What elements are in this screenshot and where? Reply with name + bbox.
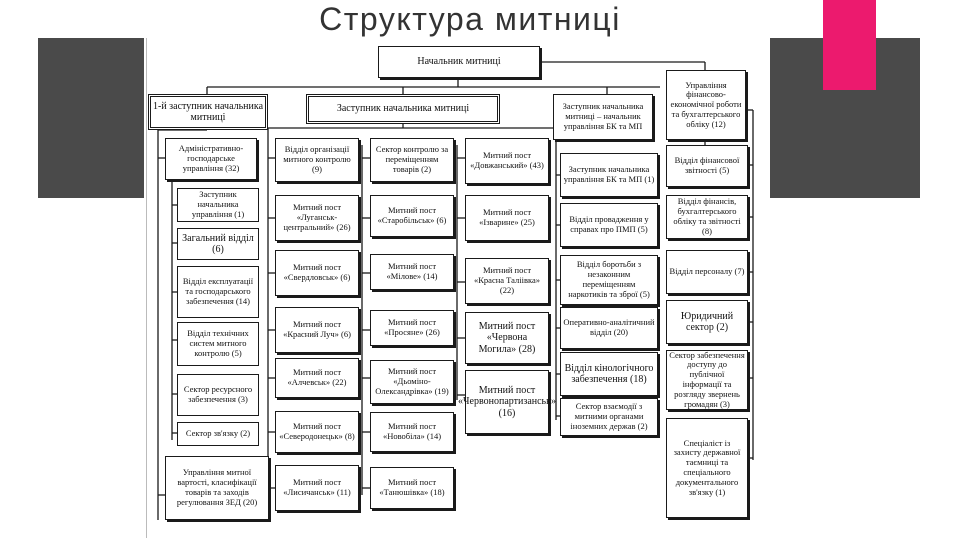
post-dovzhanskyi-box: Митний пост «Довжанський» (43) — [465, 138, 549, 184]
post-luhansk-central-box: Митний пост «Луганськ-центральний» (26) — [275, 195, 359, 241]
legal-sector-box: Юридичний сектор (2) — [666, 300, 748, 344]
deputy-box: Заступник начальника митниці — [306, 94, 500, 124]
public-info-sector-box: Сектор забезпечення доступу до публічної… — [666, 350, 748, 410]
post-sverdlovsk-box: Митний пост «Свердловськ» (6) — [275, 250, 359, 296]
post-chervonopartyzansk-box: Митний пост «Червонопартизанськ» (16) — [458, 370, 556, 434]
post-krasna-taliivka-box: Митний пост «Красна Таліівка» (22) — [465, 258, 549, 304]
post-izvaryne-box: Митний пост «Ізварине» (25) — [465, 195, 549, 241]
finance-accounting-unit-box: Відділ фінансів, бухгалтерського обліку … — [666, 195, 748, 239]
personnel-unit-box: Відділ персоналу (7) — [666, 250, 748, 294]
finance-department-box: Управління фінансово-економічної роботи … — [666, 70, 746, 140]
slide-title: Структура митниці — [319, 1, 621, 37]
customs-value-department-box: Управління митної вартості, класифікації… — [165, 456, 269, 520]
post-starobilsk-box: Митний пост «Старобільськ» (6) — [370, 195, 454, 237]
general-unit-box: Загальний відділ (6) — [177, 228, 259, 260]
first-deputy-box: 1-й заступник начальника митниці — [148, 94, 268, 130]
canine-unit-box: Відділ кінологічного забезпечення (18) — [560, 352, 658, 396]
head-of-customs-box: Начальник митниці — [378, 46, 540, 78]
post-taniushivka-box: Митний пост «Танюшівка» (18) — [370, 467, 454, 509]
post-alchevsk-box: Митний пост «Алчевськ» (22) — [275, 358, 359, 398]
post-novobila-box: Митний пост «Новобіла» (14) — [370, 412, 454, 452]
admin-deputy-box: Заступник начальника управління (1) — [177, 188, 259, 222]
state-secret-specialist-box: Спеціаліст із захисту державної таємниці… — [666, 418, 748, 518]
anti-smuggling-unit-box: Відділ боротьби з незаконним переміщення… — [560, 255, 658, 305]
customs-control-unit-box: Відділ організації митного контролю (9) — [275, 138, 359, 182]
violations-proceedings-unit-box: Відділ провадження у справах про ПМП (5) — [560, 203, 658, 247]
accent-tab — [823, 0, 876, 90]
post-milove-box: Митний пост «Мілове» (14) — [370, 254, 454, 290]
foreign-cooperation-sector-box: Сектор взаємодії з митними органами іноз… — [560, 398, 658, 436]
analytics-unit-box: Оперативно-аналітичний відділ (20) — [560, 307, 658, 349]
technical-systems-unit-box: Відділ технічних систем митного контролю… — [177, 322, 259, 366]
deputy-bk-mp-box: Заступник начальника митниці – начальник… — [553, 94, 653, 140]
post-krasnyi-luch-box: Митний пост «Красний Луч» (6) — [275, 307, 359, 353]
admin-department-box: Адміністративно-господарське управління … — [165, 138, 257, 180]
deputy-head-bk-mp-box: Заступник начальника управління БК та МП… — [560, 153, 658, 197]
communication-sector-box: Сектор зв'язку (2) — [177, 422, 259, 446]
post-chervona-mohyla-box: Митний пост «Червона Могила» (28) — [465, 312, 549, 364]
post-lysychansk-box: Митний пост «Лисичанськ» (11) — [275, 465, 359, 511]
post-prosiane-box: Митний пост «Просяне» (26) — [370, 310, 454, 346]
left-decor-band — [38, 38, 144, 198]
maintenance-unit-box: Відділ експлуатації та господарського за… — [177, 266, 259, 318]
post-severodonetsk-box: Митний пост «Северодонецьк» (8) — [275, 411, 359, 453]
post-domino-oleksandrivka-box: Митний пост «Дьоміно-Олександрівка» (19) — [370, 360, 454, 404]
resource-sector-box: Сектор ресурсного забезпечення (3) — [177, 374, 259, 416]
financial-reporting-unit-box: Відділ фінансової звітності (5) — [666, 145, 748, 187]
goods-movement-sector-box: Сектор контролю за переміщенням товарів … — [370, 138, 454, 182]
